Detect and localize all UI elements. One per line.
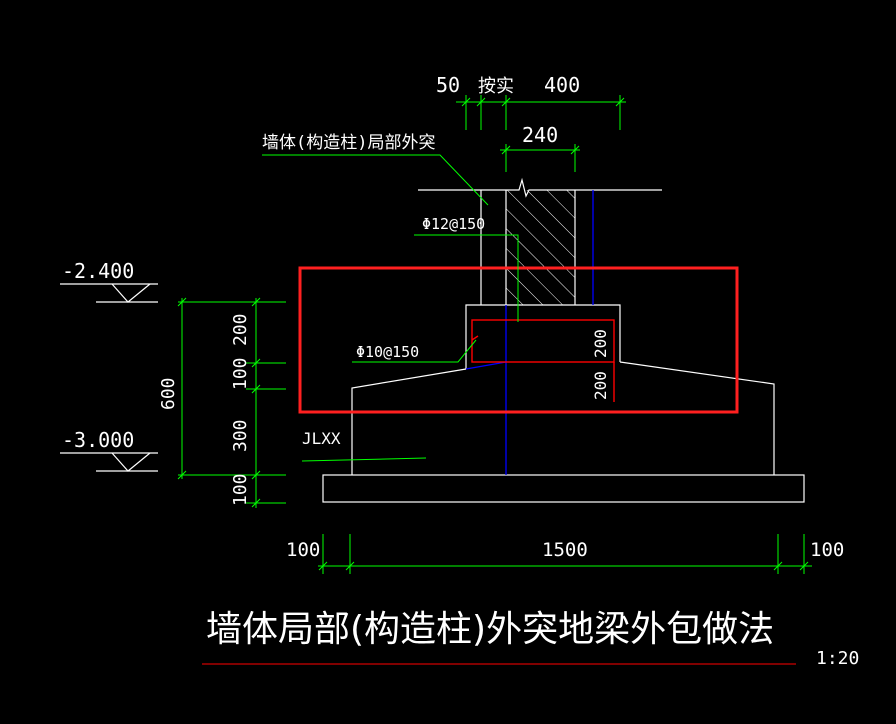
drawing-title: 墙体局部(构造柱)外突地梁外包做法 xyxy=(206,609,774,650)
dim-top-tick-3 xyxy=(501,97,511,107)
rebar xyxy=(471,319,615,402)
dim-left-tick-2 xyxy=(251,358,261,368)
dim-600-tick-1 xyxy=(177,297,187,307)
dim-text-bottom-100-left: 100 xyxy=(286,539,320,561)
dim-text-bottom-100-right: 100 xyxy=(810,539,844,561)
dim-text-600: 600 xyxy=(158,377,179,410)
dim-top-tick-2 xyxy=(476,97,486,107)
dim-bottom-tick-1 xyxy=(318,561,328,571)
dim-bottom-tick-2 xyxy=(345,561,355,571)
column-hatch xyxy=(506,190,575,305)
dimension-lines xyxy=(177,95,812,574)
leader-rebar-10 xyxy=(352,339,477,363)
dim-left-tick-3 xyxy=(251,384,261,394)
footing-left-slope xyxy=(351,368,467,475)
dim-text-left-300: 300 xyxy=(230,419,251,452)
base-slab xyxy=(322,474,805,503)
dim-text-left-100b: 100 xyxy=(230,473,251,506)
dim-text-left-100a: 100 xyxy=(230,357,251,390)
dim-240-tick-1 xyxy=(501,145,511,155)
footing-right-slope xyxy=(619,361,775,475)
leader-wall-local xyxy=(262,154,489,206)
wall-local-label: 墙体(构造柱)局部外突 xyxy=(262,133,435,153)
dim-left-tick-1 xyxy=(251,297,261,307)
dim-top-tick-4 xyxy=(615,97,625,107)
rebar-12-label: Φ12@150 xyxy=(422,215,485,233)
rebar-tick xyxy=(471,335,479,341)
leader-rebar-12 xyxy=(414,234,519,322)
rebar-dim-200-bottom: 200 xyxy=(591,371,610,400)
dim-left-tick-4 xyxy=(251,470,261,480)
dim-text-bottom-1500: 1500 xyxy=(542,539,588,561)
dim-240-tick-2 xyxy=(570,145,580,155)
center-lines xyxy=(465,190,594,475)
dim-text-ansi: 按实 xyxy=(478,76,514,97)
center-line-diag xyxy=(465,361,507,370)
dim-600-tick-2 xyxy=(177,470,187,480)
stirrup-rebar xyxy=(471,319,615,363)
dim-bottom-tick-4 xyxy=(799,561,809,571)
dim-top-tick-1 xyxy=(461,97,471,107)
dim-bottom-tick-3 xyxy=(773,561,783,571)
rebar-10-label: Φ10@150 xyxy=(356,343,419,361)
dim-left-tick-5 xyxy=(251,498,261,508)
dim-text-left-200: 200 xyxy=(230,313,251,346)
rebar-dim-200-top: 200 xyxy=(591,329,610,358)
dim-text-400: 400 xyxy=(544,73,580,97)
elev-bottom-value: -3.000 xyxy=(62,428,134,452)
leader-jlxx xyxy=(301,457,427,462)
scale-label: 1:20 xyxy=(816,648,859,669)
elevation-symbols xyxy=(60,283,158,472)
beam-code-label: JLXX xyxy=(302,429,341,448)
dim-text-50: 50 xyxy=(436,73,460,97)
dim-text-240: 240 xyxy=(522,123,558,147)
elev-top-value: -2.400 xyxy=(62,259,134,283)
